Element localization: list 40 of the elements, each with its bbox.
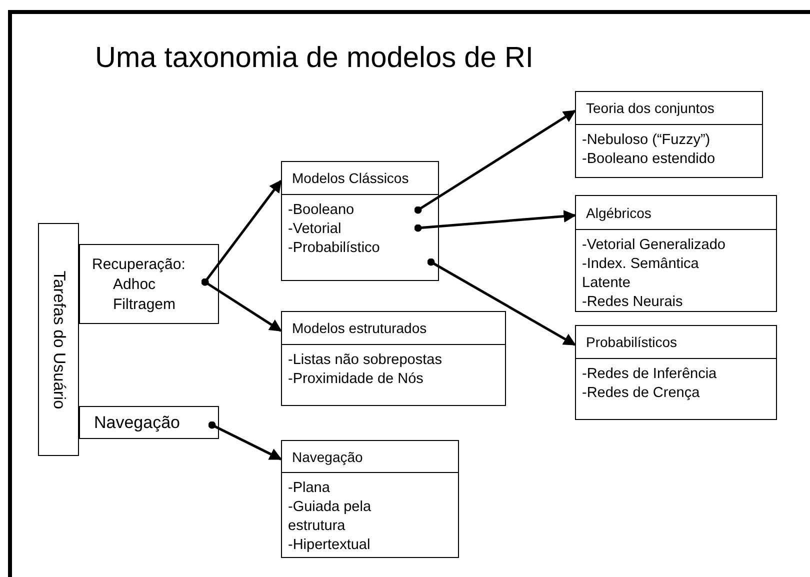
task-label: Navegação <box>94 413 180 433</box>
list-item: -Listas não sobrepostas <box>288 351 442 370</box>
arrow <box>201 278 282 332</box>
arrow <box>208 421 282 460</box>
task-box <box>79 244 219 324</box>
arrow <box>414 210 576 232</box>
category-box <box>281 440 459 558</box>
vertical-label: Tarefas do Usuário <box>49 270 68 409</box>
task-label: Adhoc Filtragem <box>113 275 177 315</box>
list-item: -Proximidade de Nós <box>288 370 424 389</box>
title: Uma taxonomia de modelos de RI <box>95 42 534 75</box>
category-box <box>281 161 439 281</box>
list-item: -Vetorial Generalizado <box>582 236 726 255</box>
category-heading: Navegação <box>292 448 363 464</box>
category-box <box>281 311 506 406</box>
list-item: -Booleano estendido <box>582 150 716 169</box>
category-heading: Probabilísticos <box>586 334 678 350</box>
arrow <box>427 258 576 346</box>
task-label: Recuperação: <box>92 255 186 275</box>
list-item: -Booleano <box>288 201 354 220</box>
list-item: -Plana <box>288 479 331 498</box>
list-item: -Redes Neurais <box>582 293 684 312</box>
category-heading: Modelos Clássicos <box>292 170 409 186</box>
list-item: -Nebuloso (“Fuzzy”) <box>582 131 710 150</box>
task-box <box>38 223 79 456</box>
list-item: -Vetorial <box>288 220 342 239</box>
list-item: -Guiada pela estrutura <box>288 498 372 536</box>
category-heading: Teoria dos conjuntos <box>586 100 714 116</box>
list-item: -Redes de Inferência <box>582 365 717 384</box>
list-item: -Probabilístico <box>288 239 380 258</box>
list-item: -Index. Semântica Latente <box>582 255 700 293</box>
category-heading: Modelos estruturados <box>292 320 427 336</box>
category-box <box>575 91 763 178</box>
category-box <box>575 325 777 420</box>
category-box <box>575 195 777 312</box>
list-item: -Hipertextual <box>288 536 372 555</box>
category-heading: Algébricos <box>586 204 652 220</box>
arrow <box>414 110 576 214</box>
task-box <box>79 406 219 439</box>
list-item: -Redes de Crença <box>582 384 700 403</box>
